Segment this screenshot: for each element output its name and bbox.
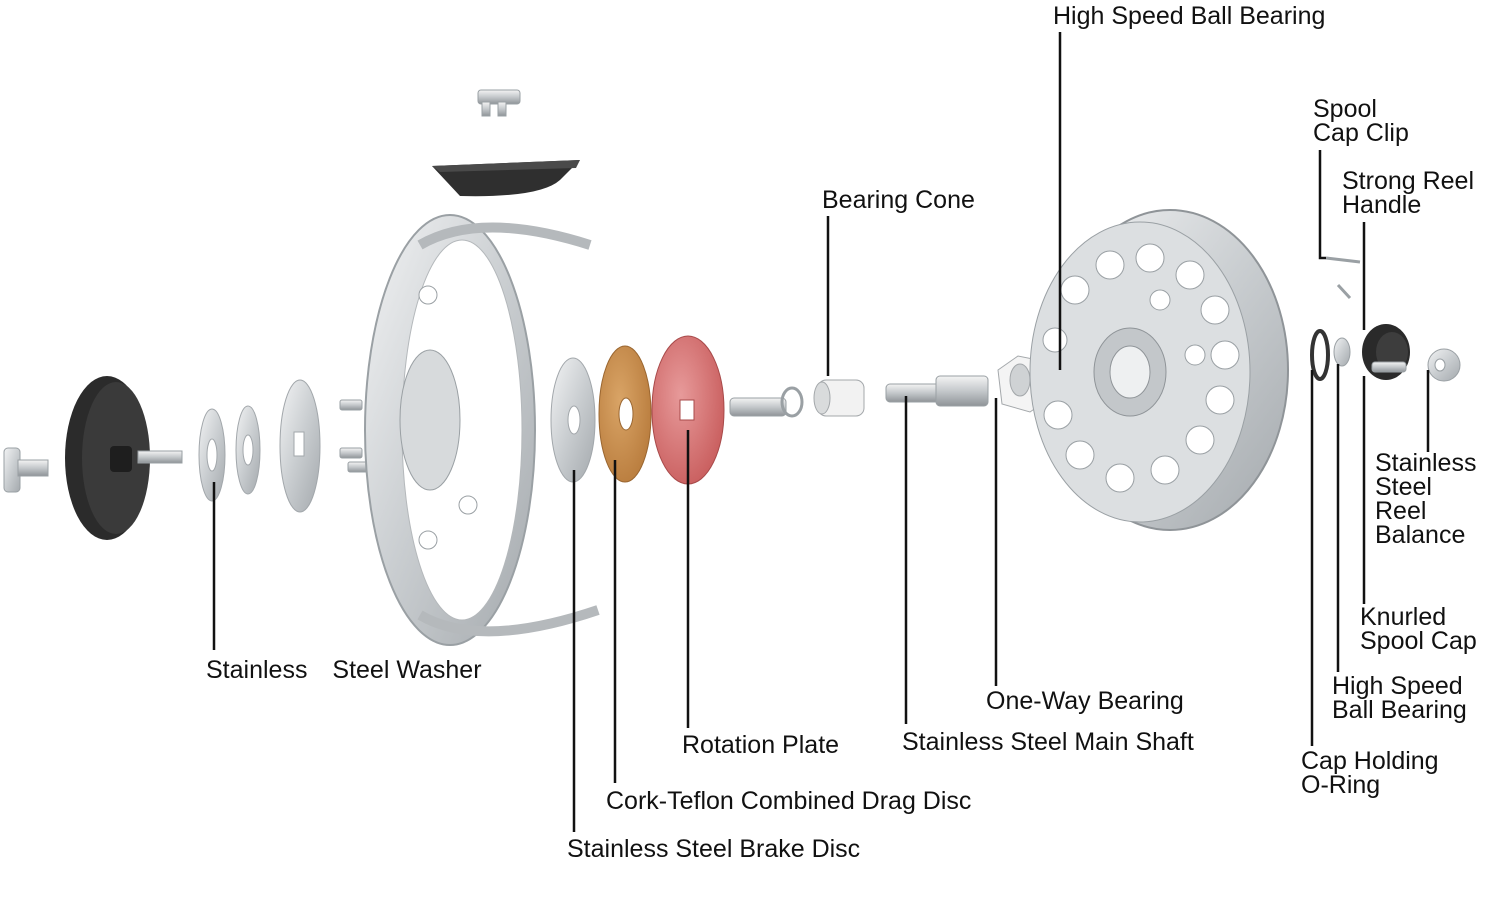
label-cap-holding-oring: Cap Holding O-Ring xyxy=(1301,747,1439,799)
label-hsbb-right-line1: High Speed xyxy=(1332,672,1463,700)
label-reel-balance: Stainless Steel Reel Balance xyxy=(1375,449,1477,549)
leader-spool-cap-clip xyxy=(1318,150,1326,260)
label-spool-cap-clip-line1: Spool xyxy=(1313,95,1377,123)
drag-knob xyxy=(65,376,183,540)
label-hsbb-right-line2: Ball Bearing xyxy=(1332,696,1467,724)
reel-foot-screws xyxy=(477,89,521,117)
spool-cap-part xyxy=(1362,324,1410,380)
label-bearing-cone: Bearing Cone xyxy=(822,186,975,214)
short-rod xyxy=(729,386,804,418)
label-strong-reel-handle: Strong Reel Handle xyxy=(1342,167,1475,219)
steel-washer-2 xyxy=(235,405,261,495)
label-one-way-bearing: One-Way Bearing xyxy=(986,687,1184,715)
reel-foot xyxy=(432,160,580,197)
label-oring-line1: Cap Holding xyxy=(1301,747,1439,775)
label-high-speed-ball-bearing-top: High Speed Ball Bearing xyxy=(1053,2,1326,30)
label-reel-balance-line1: Stainless xyxy=(1375,449,1477,477)
label-reel-balance-line4: Balance xyxy=(1375,521,1466,549)
label-reel-balance-line3: Reel xyxy=(1375,497,1427,525)
steel-washer-3 xyxy=(279,379,321,513)
reel-frame xyxy=(364,214,600,646)
brake-disc xyxy=(550,357,596,483)
o-ring-part xyxy=(1310,329,1330,381)
right-bearing-part xyxy=(1333,337,1351,367)
label-cork-teflon-disc: Cork-Teflon Combined Drag Disc xyxy=(606,787,972,815)
label-reel-handle-line1: Strong Reel xyxy=(1342,167,1475,195)
label-brake-disc: Stainless Steel Brake Disc xyxy=(567,835,861,863)
frame-pins xyxy=(339,399,371,473)
reel-balance-part xyxy=(1427,348,1461,382)
leader-lines xyxy=(212,32,1430,832)
steel-washer-1 xyxy=(198,408,226,502)
label-knurled-line2: Spool Cap xyxy=(1360,627,1477,655)
label-reel-handle-line2: Handle xyxy=(1342,191,1422,219)
label-oring-line2: O-Ring xyxy=(1301,771,1381,799)
main-shaft-part xyxy=(885,375,989,407)
label-washer-part2: Steel Washer xyxy=(332,656,482,684)
label-spool-cap-clip: Spool Cap Clip xyxy=(1313,95,1409,147)
end-screw xyxy=(3,447,49,493)
label-rotation-plate: Rotation Plate xyxy=(682,731,840,759)
bearing-cone-part xyxy=(813,379,865,417)
label-stainless-steel-washer: Stainless Steel Washer xyxy=(206,656,482,684)
label-reel-balance-line2: Steel xyxy=(1375,473,1432,501)
label-knurled-line1: Knurled xyxy=(1360,603,1447,631)
label-main-shaft: Stainless Steel Main Shaft xyxy=(902,728,1194,756)
reel-spool xyxy=(1029,209,1289,531)
label-knurled-spool-cap: Knurled Spool Cap xyxy=(1360,603,1477,655)
label-spool-cap-clip-line2: Cap Clip xyxy=(1313,119,1409,147)
cork-disc xyxy=(598,345,652,483)
label-washer-part1: Stainless xyxy=(206,656,308,684)
spool-cap-clip-part xyxy=(1325,256,1361,300)
label-high-speed-ball-bearing-right: High Speed Ball Bearing xyxy=(1332,672,1467,724)
